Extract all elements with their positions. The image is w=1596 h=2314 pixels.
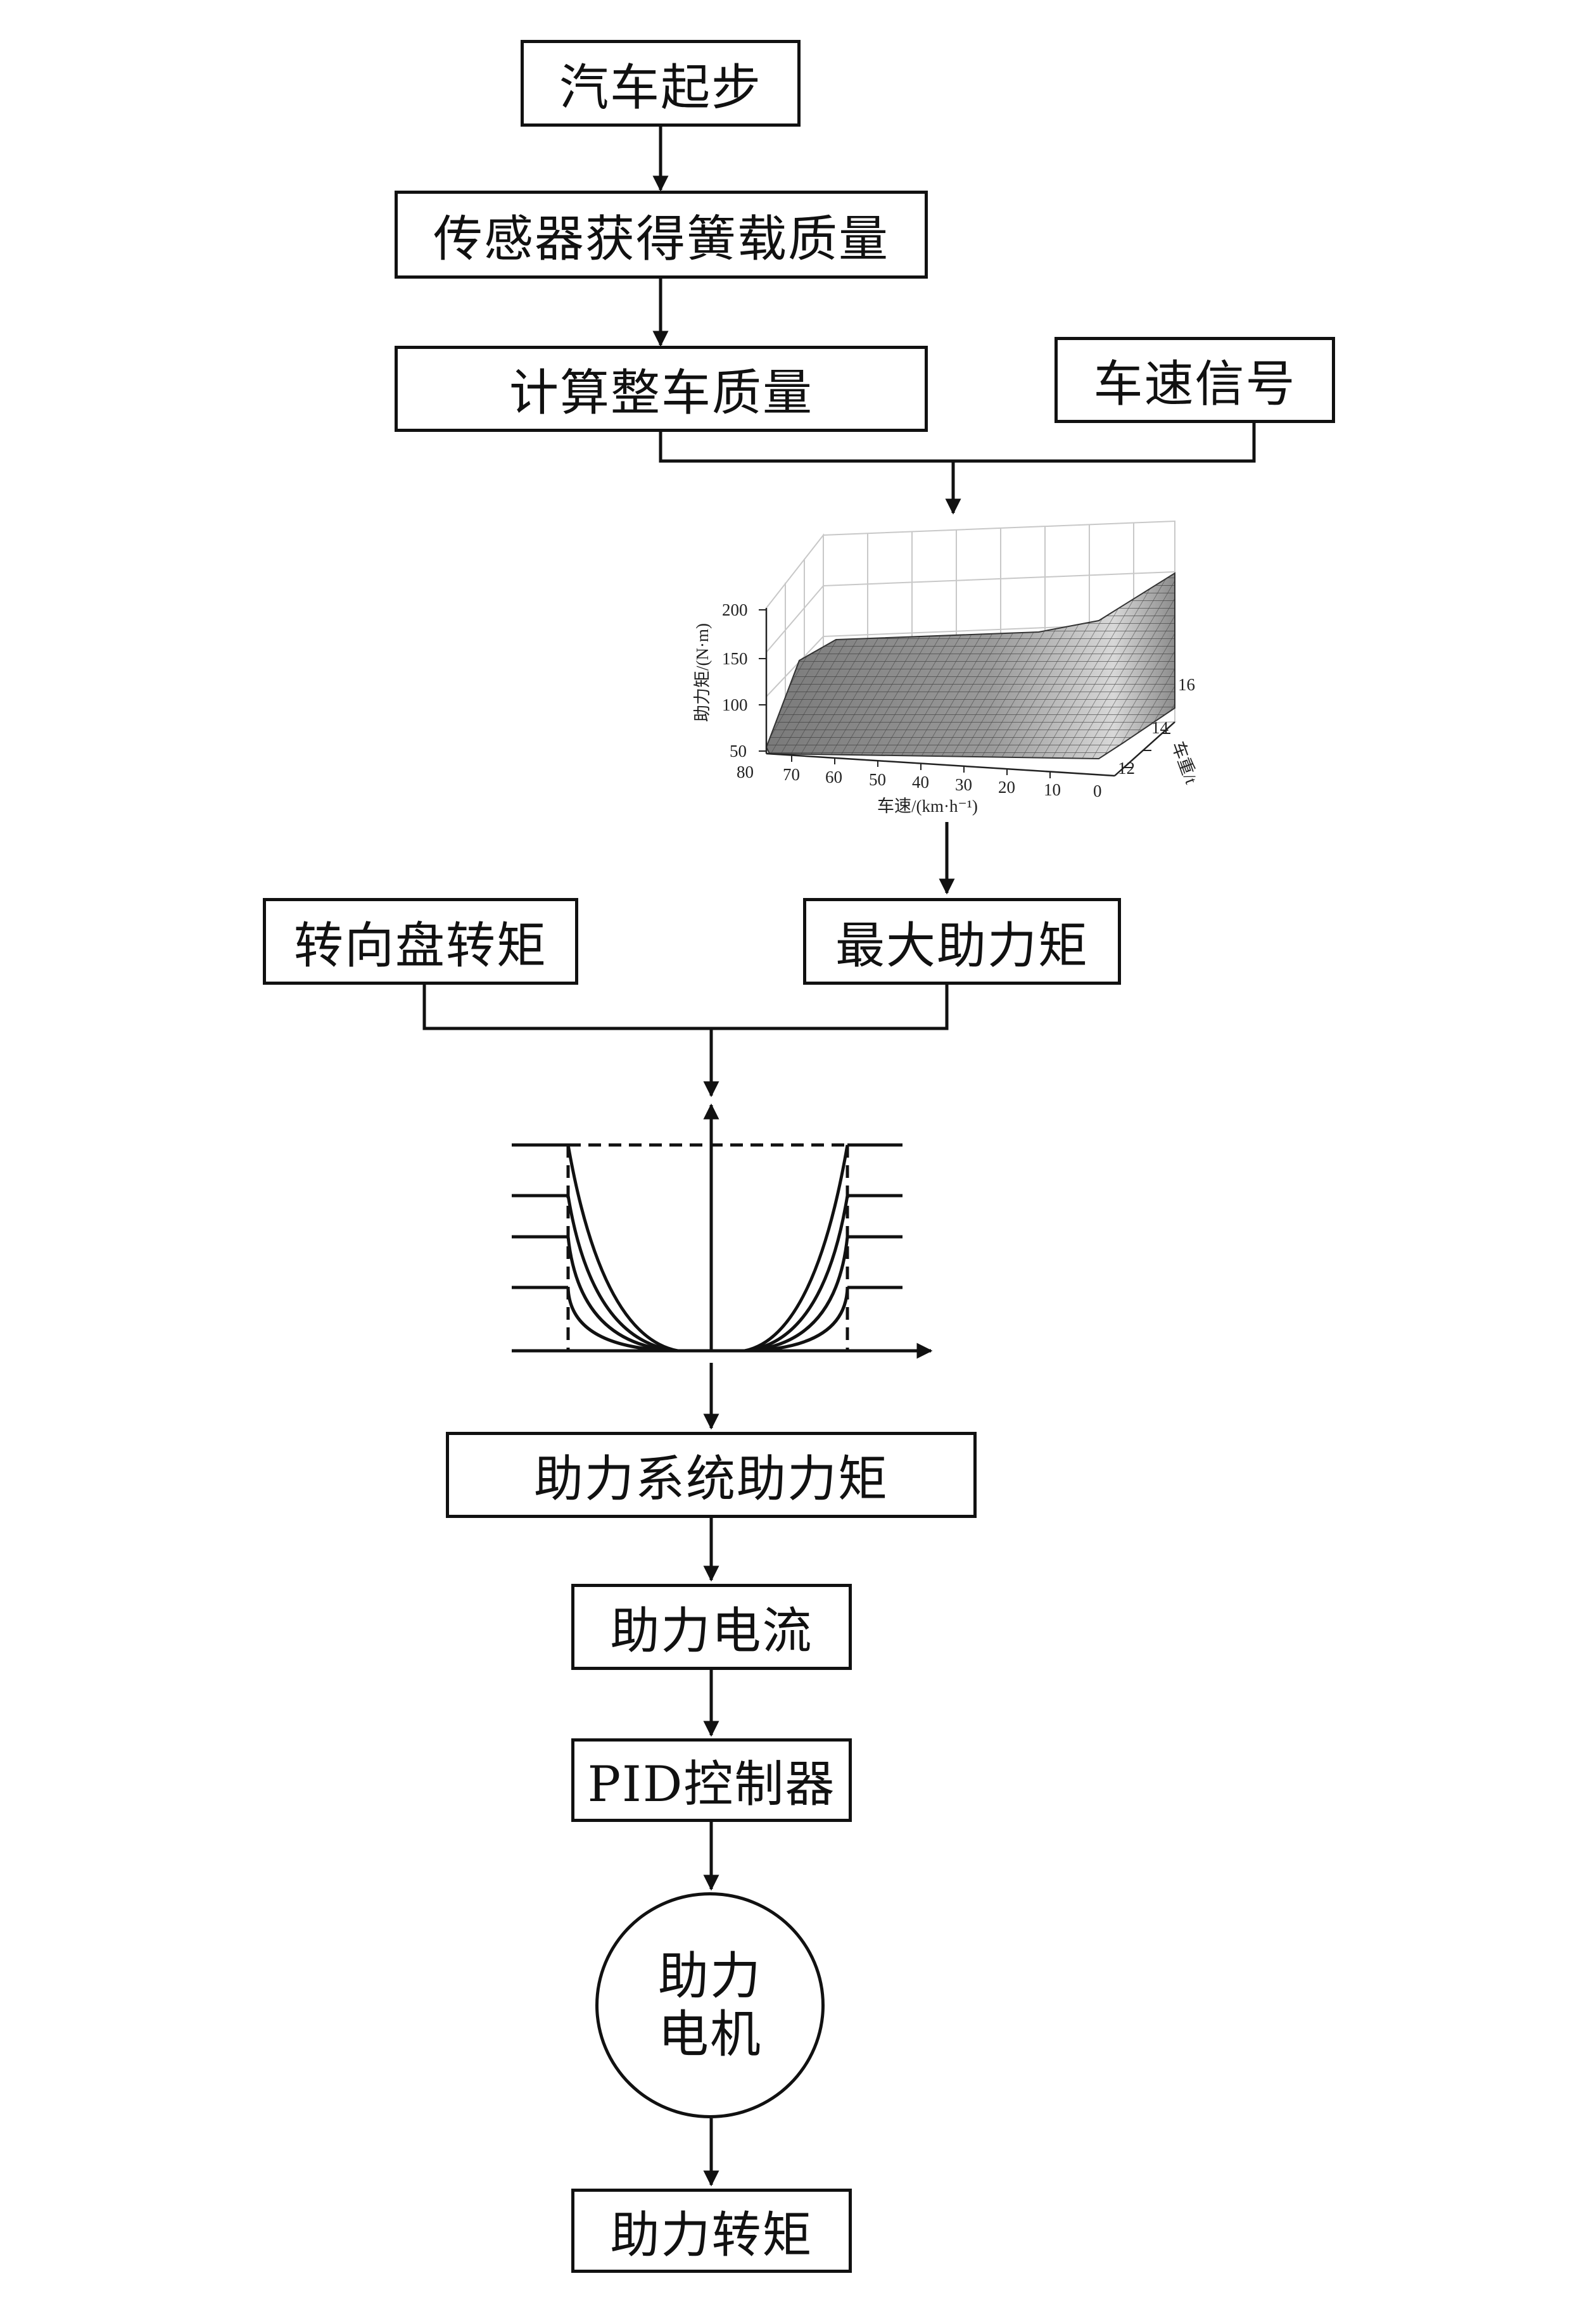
motor-label-line1: 助力 xyxy=(658,1946,762,2006)
z-tick-150: 150 xyxy=(722,649,748,668)
z-tick-100: 100 xyxy=(722,695,748,714)
y-tick-14: 14 xyxy=(1151,718,1169,737)
curve-4-left xyxy=(566,1287,678,1353)
z-tick-200: 200 xyxy=(722,600,748,619)
curve-2-left xyxy=(566,1195,678,1353)
curve-3-left xyxy=(566,1236,678,1353)
curve-3-right xyxy=(744,1236,849,1353)
left-saturation-lines xyxy=(512,1143,568,1289)
node-assist-current: 助力电流 xyxy=(571,1584,852,1670)
merge-steer-max xyxy=(422,985,949,1030)
surface-axes xyxy=(765,608,1175,777)
node-system-assist: 助力系统助力矩 xyxy=(446,1432,977,1518)
surface-mesh-grid xyxy=(766,573,1175,759)
node-car-start: 汽车起步 xyxy=(521,40,801,127)
curve-1-left xyxy=(566,1144,678,1353)
z-tick-50: 50 xyxy=(730,742,747,761)
surface-x-ticks xyxy=(791,756,1051,778)
x-tick-60: 60 xyxy=(825,768,842,787)
x-axis-label: 车速/(km·h⁻¹) xyxy=(877,797,978,816)
node-pid-controller: PID控制器 xyxy=(571,1738,852,1822)
x-tick-30: 30 xyxy=(955,775,972,794)
y-axis-label: 车重/t xyxy=(1168,739,1201,787)
y-tick-16: 16 xyxy=(1178,675,1195,694)
x-tick-40: 40 xyxy=(912,773,929,792)
node-speed-signal: 车速信号 xyxy=(1054,337,1335,423)
node-steering-torque: 转向盘转矩 xyxy=(263,898,578,985)
node-sensor-mass: 传感器获得簧载质量 xyxy=(395,191,928,279)
y-tick-12: 12 xyxy=(1118,759,1135,778)
x-tick-10: 10 xyxy=(1044,780,1061,799)
motor-label-line2: 电机 xyxy=(658,2004,762,2064)
curve-4-right xyxy=(744,1287,849,1353)
boost-curve-diagram xyxy=(512,1103,933,1359)
x-tick-50: 50 xyxy=(869,770,886,789)
surface-z-ticks xyxy=(759,609,766,752)
z-axis-label: 助力矩/(N·m) xyxy=(693,623,712,722)
x-tick-70: 70 xyxy=(783,765,800,784)
merge-calc-speed xyxy=(659,423,1256,463)
node-assist-motor: 助力 电机 xyxy=(595,1892,825,2118)
surface-y-ticks xyxy=(1124,733,1170,768)
curve-2-right xyxy=(744,1195,849,1353)
node-calc-mass: 计算整车质量 xyxy=(395,346,928,432)
right-saturation-lines xyxy=(847,1143,902,1289)
boost-curves xyxy=(566,1144,849,1353)
x-tick-80: 80 xyxy=(737,762,754,781)
node-assist-torque: 助力转矩 xyxy=(571,2189,852,2273)
x-tick-0: 0 xyxy=(1093,781,1102,800)
curve-1-right xyxy=(744,1144,849,1353)
x-tick-20: 20 xyxy=(998,778,1015,797)
surface-plot: 200 150 100 50 助力矩/(N·m) 80 70 60 50 40 … xyxy=(693,520,1201,816)
node-max-assist: 最大助力矩 xyxy=(803,898,1121,985)
